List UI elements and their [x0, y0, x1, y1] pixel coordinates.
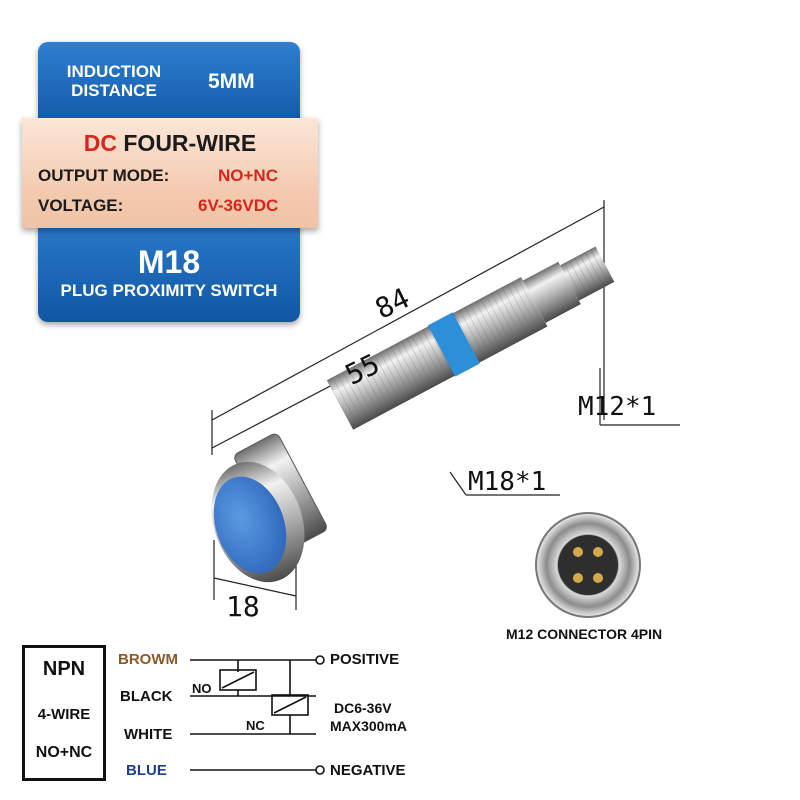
model-title: M18: [137, 244, 201, 280]
product-name: PLUG PROXIMITY SWITCH: [60, 281, 278, 300]
black-wire-label: BLACK: [120, 688, 173, 705]
supply-voltage-label: DC6-36V: [334, 700, 392, 716]
wiring-type-box: NPN 4-WIRE NO+NC: [22, 645, 106, 781]
white-wire-label: WHITE: [124, 726, 173, 743]
dc-label: DC: [83, 130, 117, 156]
voltage-label: VOLTAGE:: [38, 196, 124, 215]
sensor-face: [213, 476, 287, 574]
negative-label: NEGATIVE: [330, 762, 406, 779]
body-thread-label: M18*1: [468, 467, 547, 497]
blue-wire-label: BLUE: [126, 762, 167, 779]
connector-caption: M12 CONNECTOR 4PIN: [506, 626, 663, 642]
max-current-label: MAX300mA: [330, 718, 408, 734]
plug-thread-label: M12*1: [578, 392, 657, 422]
model-banner: M18 PLUG PROXIMITY SWITCH: [38, 224, 300, 322]
induction-distance-label: INDUCTION DISTANCE: [66, 62, 162, 100]
output-type-label: NO+NC: [35, 744, 93, 761]
four-wire-label: FOUR-WIRE: [123, 130, 257, 156]
electrical-spec-banner: DC FOUR-WIRE OUTPUT MODE: NO+NC VOLTAGE:…: [22, 118, 318, 228]
induction-distance-banner: INDUCTION DISTANCE 5MM: [38, 42, 300, 122]
positive-label: POSITIVE: [330, 651, 400, 668]
sensor-body: [326, 246, 615, 430]
output-mode-value: NO+NC: [218, 166, 278, 185]
induction-distance-value: 5MM: [208, 70, 255, 93]
npn-label: NPN: [42, 658, 86, 680]
diameter-label: 18: [226, 590, 260, 623]
no-contact-label: NO: [192, 681, 212, 696]
brown-wire-label: BROWM: [118, 651, 178, 668]
wiring-lines: [190, 659, 316, 771]
nc-contact-label: NC: [246, 718, 265, 733]
four-wire-type-label: 4-WIRE: [37, 706, 91, 723]
voltage-value: 6V-36VDC: [198, 196, 279, 215]
wiring-title: DC FOUR-WIRE: [22, 130, 318, 157]
output-mode-label: OUTPUT MODE:: [38, 166, 170, 185]
